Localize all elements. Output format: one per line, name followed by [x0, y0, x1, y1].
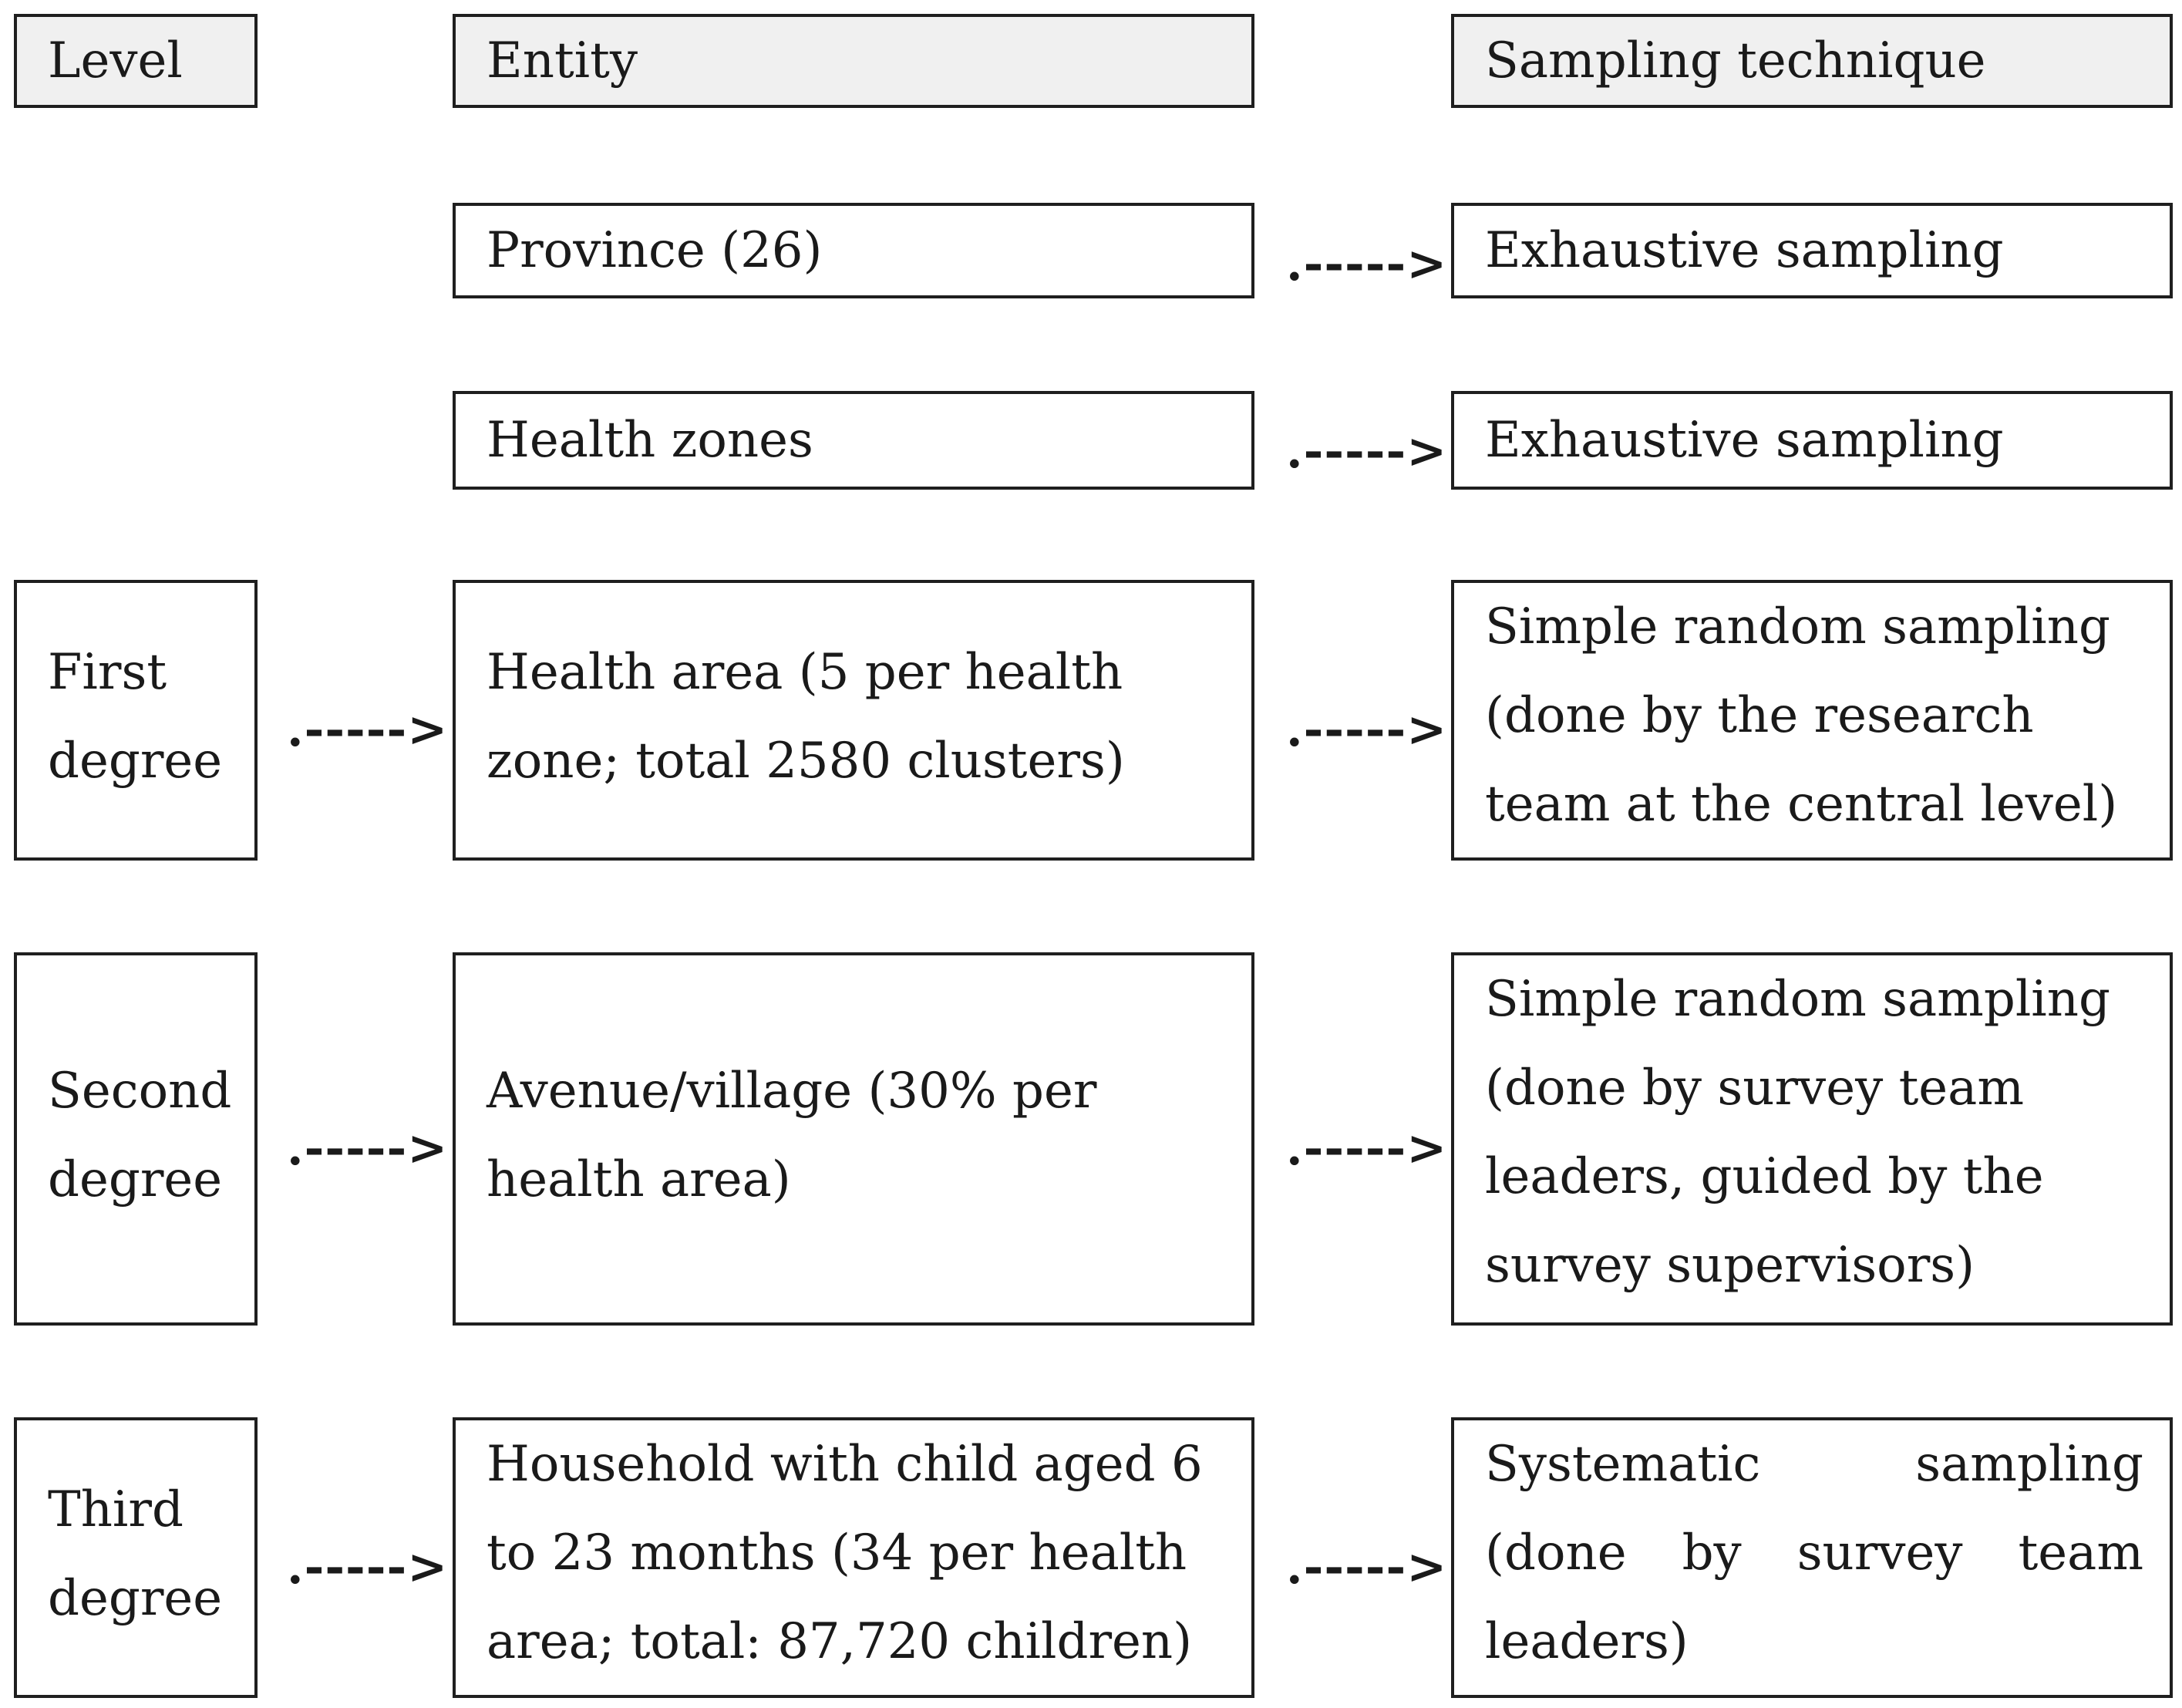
entity-box-health-zones: Health zones [453, 391, 1254, 490]
technique-text: (done by survey team [1485, 1059, 2024, 1117]
level-box-first-degree: First degree [14, 580, 258, 861]
technique-text: Exhaustive sampling [1485, 412, 2004, 469]
technique-box-health-zones: Exhaustive sampling [1451, 391, 2173, 490]
entity-box-health-area: Health area (5 per health zone; total 25… [453, 580, 1254, 861]
arrow-level-to-entity: .-----> [287, 1120, 449, 1176]
technique-text: team at the central level) [1485, 776, 2118, 833]
entity-text: to 23 months (34 per health [487, 1524, 1187, 1582]
technique-text: Simple random sampling [1485, 598, 2110, 655]
level-text: degree [48, 1570, 223, 1627]
entity-text: Avenue/village (30% per [487, 1063, 1097, 1120]
level-text: First [48, 644, 167, 701]
technique-header-label: Sampling technique [1485, 32, 1986, 89]
technique-box-avenue-village: Simple random sampling (done by survey t… [1451, 952, 2173, 1326]
entity-text: zone; total 2580 clusters) [487, 733, 1125, 790]
entity-text: Province (26) [487, 222, 823, 279]
arrow-level-to-entity: .-----> [287, 1538, 449, 1595]
entity-header: Entity [453, 14, 1254, 108]
level-text: degree [48, 1151, 223, 1208]
technique-box-health-area: Simple random sampling (done by the rese… [1451, 580, 2173, 861]
level-box-third-degree: Third degree [14, 1417, 258, 1698]
technique-text: Exhaustive sampling [1485, 222, 2004, 279]
entity-header-label: Entity [487, 32, 638, 89]
arrow-entity-to-technique: .-----> [1286, 423, 1448, 479]
entity-text: Household with child aged 6 [487, 1436, 1203, 1493]
technique-text: (done by the research [1485, 687, 2034, 744]
technique-text: Simple random sampling [1485, 971, 2110, 1028]
level-text: Second [48, 1063, 232, 1120]
level-header-label: Level [48, 32, 183, 89]
level-text: Third [48, 1481, 184, 1538]
technique-text: Systematic sampling [1485, 1436, 2143, 1493]
arrow-entity-to-technique: .-----> [1286, 1120, 1448, 1176]
entity-box-household: Household with child aged 6 to 23 months… [453, 1417, 1254, 1698]
arrow-entity-to-technique: .-----> [1286, 235, 1448, 291]
technique-box-household: Systematic sampling (done by survey team… [1451, 1417, 2173, 1698]
entity-box-avenue-village: Avenue/village (30% per health area) [453, 952, 1254, 1326]
level-header: Level [14, 14, 258, 108]
arrow-entity-to-technique: .-----> [1286, 701, 1448, 757]
entity-text: Health area (5 per health [487, 644, 1123, 701]
technique-text: leaders, guided by the [1485, 1148, 2044, 1205]
technique-text: (done by survey team [1485, 1524, 2143, 1582]
arrow-level-to-entity: .-----> [287, 701, 449, 757]
entity-text: Health zones [487, 412, 813, 469]
arrow-entity-to-technique: .-----> [1286, 1538, 1448, 1595]
technique-text: leaders) [1485, 1613, 1689, 1670]
technique-box-province: Exhaustive sampling [1451, 203, 2173, 298]
entity-text: health area) [487, 1151, 791, 1208]
entity-text: area; total: 87,720 children) [487, 1613, 1193, 1670]
entity-box-province: Province (26) [453, 203, 1254, 298]
technique-text: survey supervisors) [1485, 1237, 1975, 1294]
technique-header: Sampling technique [1451, 14, 2173, 108]
level-box-second-degree: Second degree [14, 952, 258, 1326]
level-text: degree [48, 733, 223, 790]
